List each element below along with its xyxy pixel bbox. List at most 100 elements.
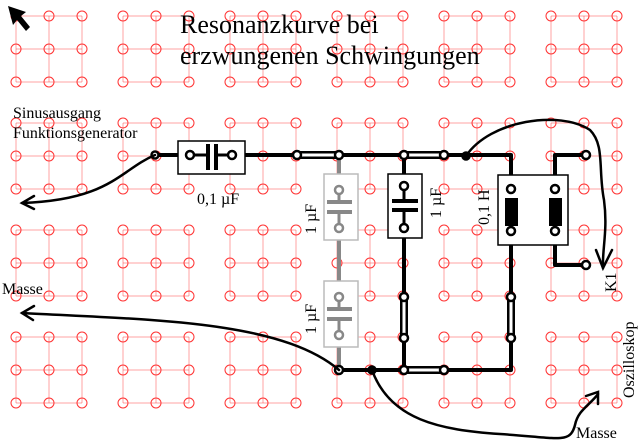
contact-hole[interactable] <box>257 43 269 55</box>
contact-hole[interactable] <box>117 290 129 302</box>
contact-hole[interactable] <box>183 331 195 343</box>
black-capacitor[interactable] <box>387 173 423 239</box>
contact-hole[interactable] <box>43 150 55 162</box>
contact-hole[interactable] <box>224 397 236 409</box>
contact-hole[interactable] <box>257 117 269 129</box>
contact-hole[interactable] <box>290 117 302 129</box>
contact-hole[interactable] <box>10 43 22 55</box>
contact-hole[interactable] <box>471 224 483 236</box>
contact-hole[interactable] <box>183 257 195 269</box>
contact-hole[interactable] <box>117 397 129 409</box>
contact-hole[interactable] <box>150 76 162 88</box>
contact-hole[interactable] <box>290 76 302 88</box>
contact-hole[interactable] <box>183 397 195 409</box>
contact-hole[interactable] <box>290 364 302 376</box>
contact-hole[interactable] <box>117 364 129 376</box>
contact-hole[interactable] <box>578 224 590 236</box>
contact-hole[interactable] <box>183 290 195 302</box>
contact-hole[interactable] <box>471 257 483 269</box>
contact-hole[interactable] <box>504 117 516 129</box>
contact-hole[interactable] <box>76 397 88 409</box>
contact-hole[interactable] <box>438 10 450 22</box>
contact-hole[interactable] <box>76 43 88 55</box>
contact-hole[interactable] <box>611 117 623 129</box>
contact-hole[interactable] <box>290 43 302 55</box>
contact-hole[interactable] <box>224 257 236 269</box>
contact-hole[interactable] <box>150 10 162 22</box>
contact-hole[interactable] <box>611 183 623 195</box>
contact-hole[interactable] <box>76 76 88 88</box>
contact-hole[interactable] <box>545 76 557 88</box>
contact-hole[interactable] <box>471 290 483 302</box>
contact-hole[interactable] <box>578 290 590 302</box>
contact-hole[interactable] <box>578 183 590 195</box>
contact-hole[interactable] <box>438 224 450 236</box>
contact-hole[interactable] <box>364 397 376 409</box>
contact-hole[interactable] <box>611 290 623 302</box>
contact-hole[interactable] <box>257 10 269 22</box>
contact-hole[interactable] <box>150 43 162 55</box>
contact-hole[interactable] <box>117 76 129 88</box>
contact-hole[interactable] <box>224 117 236 129</box>
contact-hole[interactable] <box>76 10 88 22</box>
contact-hole[interactable] <box>10 150 22 162</box>
contact-hole[interactable] <box>117 224 129 236</box>
contact-hole[interactable] <box>183 43 195 55</box>
contact-hole[interactable] <box>150 183 162 195</box>
contact-hole[interactable] <box>10 76 22 88</box>
contact-hole[interactable] <box>290 183 302 195</box>
contact-hole[interactable] <box>290 397 302 409</box>
contact-hole[interactable] <box>10 183 22 195</box>
contact-hole[interactable] <box>397 43 409 55</box>
contact-hole[interactable] <box>611 397 623 409</box>
contact-hole[interactable] <box>43 183 55 195</box>
contact-hole[interactable] <box>43 117 55 129</box>
contact-hole[interactable] <box>150 224 162 236</box>
contact-hole[interactable] <box>471 43 483 55</box>
contact-hole[interactable] <box>150 257 162 269</box>
contact-hole[interactable] <box>224 183 236 195</box>
contact-hole[interactable] <box>10 290 22 302</box>
contact-hole[interactable] <box>545 364 557 376</box>
contact-hole[interactable] <box>183 117 195 129</box>
contact-hole[interactable] <box>150 117 162 129</box>
contact-hole[interactable] <box>438 257 450 269</box>
contact-hole[interactable] <box>471 331 483 343</box>
contact-hole[interactable] <box>611 76 623 88</box>
contact-hole[interactable] <box>117 150 129 162</box>
contact-hole[interactable] <box>578 10 590 22</box>
contact-hole[interactable] <box>257 290 269 302</box>
contact-hole[interactable] <box>331 10 343 22</box>
contact-hole[interactable] <box>117 10 129 22</box>
contact-hole[interactable] <box>578 331 590 343</box>
contact-hole[interactable] <box>438 76 450 88</box>
contact-hole[interactable] <box>438 117 450 129</box>
contact-hole[interactable] <box>504 10 516 22</box>
contact-hole[interactable] <box>545 117 557 129</box>
contact-hole[interactable] <box>471 117 483 129</box>
contact-hole[interactable] <box>331 76 343 88</box>
contact-hole[interactable] <box>76 150 88 162</box>
contact-hole[interactable] <box>578 43 590 55</box>
contact-hole[interactable] <box>331 43 343 55</box>
contact-hole[interactable] <box>504 76 516 88</box>
contact-hole[interactable] <box>43 397 55 409</box>
contact-hole[interactable] <box>471 397 483 409</box>
contact-hole[interactable] <box>364 10 376 22</box>
contact-hole[interactable] <box>290 331 302 343</box>
inductor-coil[interactable] <box>497 174 569 246</box>
contact-hole[interactable] <box>331 397 343 409</box>
contact-hole[interactable] <box>545 397 557 409</box>
contact-hole[interactable] <box>224 76 236 88</box>
contact-hole[interactable] <box>76 364 88 376</box>
contact-hole[interactable] <box>43 257 55 269</box>
contact-hole[interactable] <box>290 257 302 269</box>
contact-hole[interactable] <box>150 331 162 343</box>
contact-hole[interactable] <box>364 43 376 55</box>
contact-hole[interactable] <box>545 10 557 22</box>
contact-hole[interactable] <box>257 257 269 269</box>
contact-hole[interactable] <box>364 257 376 269</box>
contact-hole[interactable] <box>438 43 450 55</box>
contact-hole[interactable] <box>545 43 557 55</box>
contact-hole[interactable] <box>611 224 623 236</box>
